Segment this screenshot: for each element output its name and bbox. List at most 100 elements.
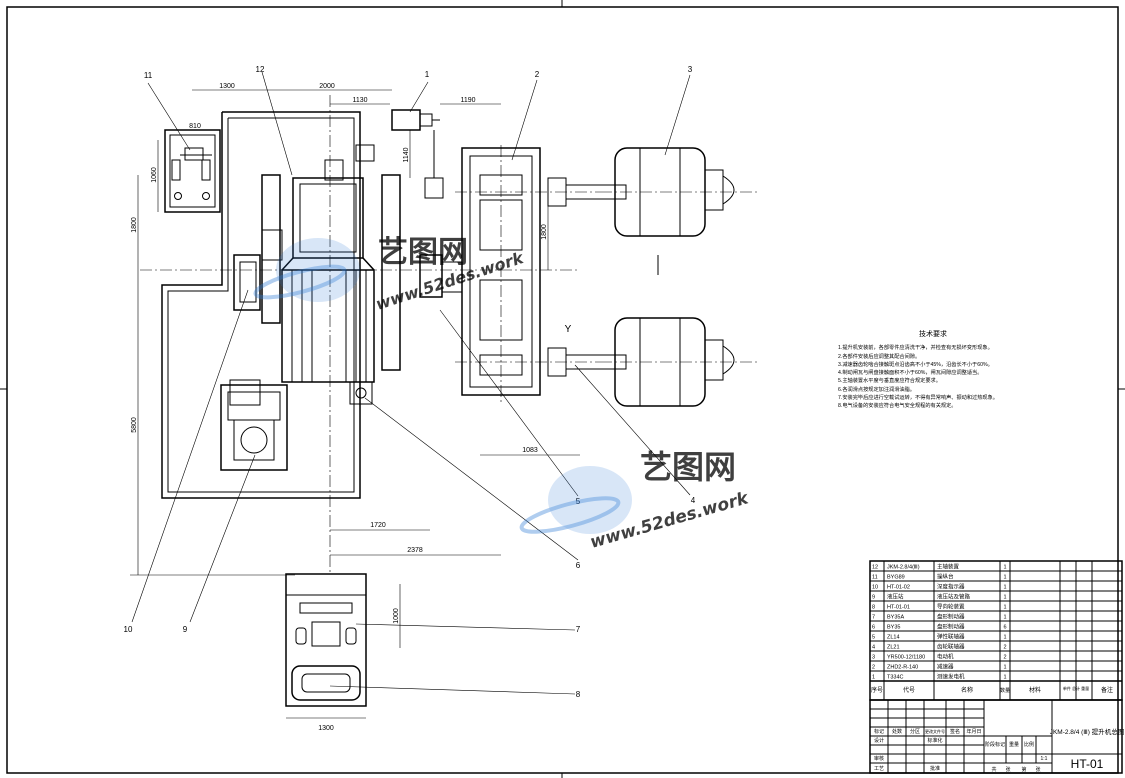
bom-cell-name: 主轴装置: [937, 563, 960, 571]
dim-1140: 1140: [403, 147, 410, 162]
label-12: 12: [256, 65, 265, 74]
operating-console: [164, 129, 221, 213]
tb-drawing-number: HT-01: [1071, 757, 1104, 771]
bom-cell-qty: 1: [1003, 565, 1006, 571]
dim-1800-left: 1800: [131, 217, 138, 233]
bom-cell-no: 8: [872, 605, 875, 611]
label-8: 8: [576, 690, 581, 699]
dim-5800: 5800: [131, 417, 138, 433]
tb-zone: 分区: [910, 728, 920, 735]
bom-cell-qty: 1: [1003, 675, 1006, 681]
bom-cell-code: BY35: [887, 625, 900, 631]
technical-notes: 技术要求 1.提升机安装前，各部零件应清洗干净，并检查有无损坏变形现象。 2.各…: [838, 331, 1028, 411]
technical-note-line: 2.各部件安装后应调整其配合间隙。: [838, 353, 921, 360]
title-block: 标记 处数 分区 更改文件号 签名 年月日 设计 标准化 审核 工艺 批准 阶段…: [869, 699, 1125, 774]
technical-notes-title: 技术要求: [919, 331, 947, 338]
bom-header-material: 材料: [1029, 686, 1041, 694]
label-1: 1: [425, 70, 430, 79]
tb-process: 工艺: [874, 766, 884, 772]
tb-weight: 重量: [1009, 741, 1019, 748]
dim-1000: 1000: [393, 608, 400, 624]
bom-cell-code: T334C: [887, 675, 904, 681]
tb-count: 处数: [892, 728, 902, 735]
tb-scale-label: 比例: [1024, 741, 1034, 748]
label-4: 4: [691, 496, 696, 505]
tachogenerator: [391, 109, 444, 199]
bom-cell-no: 12: [872, 565, 878, 571]
bom-cell-name: 深度指示器: [937, 583, 965, 591]
tb-sheets: 张: [1005, 766, 1010, 773]
bom-cell-name: 液压站及管路: [937, 593, 971, 601]
bom-cell-qty: 1: [1003, 595, 1006, 601]
label-3: 3: [688, 65, 693, 74]
bom-cell-no: 11: [872, 575, 878, 581]
bom-cell-name: 盘形制动器: [937, 613, 965, 621]
dim-810: 810: [189, 123, 201, 130]
tb-review: 审核: [874, 755, 884, 762]
bom-cell-code: BYG89: [887, 575, 905, 581]
bom-cell-name: 齿轮联轴器: [937, 643, 965, 651]
bom-cell-no: 9: [872, 595, 875, 601]
bom-header-remark: 备注: [1101, 686, 1113, 694]
bom-cell-code: 液压站: [887, 593, 904, 601]
axis-y-label: Y: [565, 324, 572, 335]
tb-drawing-title: JKM-2.8/4 (Ⅲ) 提升机总图: [1050, 727, 1125, 736]
technical-note-line: 8.电气设备的安装应符合电气安全规程的有关规定。: [838, 403, 957, 410]
tb-design: 设计: [874, 737, 884, 744]
label-6: 6: [576, 561, 581, 570]
bom-cell-code: YR500-12/1180: [887, 655, 925, 661]
depth-indicator: [229, 229, 283, 406]
technical-note-line: 4.制动闸瓦与闸盘接触面积不小于60%，闸瓦间隙应调整适当。: [838, 370, 983, 377]
bom-header-weight: 单件 总计 重量: [1063, 685, 1089, 691]
dim-1130: 1130: [352, 97, 367, 104]
dim-1300-top: 1300: [219, 83, 235, 90]
bom-cell-qty: 1: [1003, 635, 1006, 641]
dim-1720: 1720: [370, 522, 386, 529]
dimension-texts: 1300 2000 1130 1190 810 1140 1060 1800 5…: [131, 83, 548, 732]
technical-note-line: 5.主轴装置水平度与垂直度应符合规定要求。: [838, 378, 941, 385]
bom-cell-no: 7: [872, 615, 875, 621]
dim-2378: 2378: [407, 547, 423, 554]
bom-cell-no: 10: [872, 585, 878, 591]
watermark-brand-1: 艺图网: [378, 235, 468, 270]
label-5: 5: [576, 497, 581, 506]
tb-total: 共: [991, 766, 996, 773]
bom-cell-no: 4: [872, 645, 875, 651]
bom-header-code: 代号: [903, 686, 915, 694]
tb-sheet: 张: [1035, 766, 1040, 773]
technical-note-line: 3.减速器齿轮啮合接触斑点沿齿高不小于45%，沿齿长不小于60%。: [838, 361, 993, 368]
dim-1300-bottom: 1300: [318, 725, 334, 732]
bom-cell-code: ZL14: [887, 635, 900, 641]
bom-cell-code: ZHD2-R-140: [887, 665, 918, 671]
technical-note-line: 6.各润滑点按规定加注润滑油脂。: [838, 386, 915, 393]
bom-cell-name: 减速器: [937, 663, 954, 671]
part-leaders: 11 12 1 2 3 4 5 6 7 8 9 10 Y: [124, 65, 696, 699]
label-2: 2: [535, 70, 540, 79]
bom-cell-name: 电动机: [937, 653, 954, 661]
bom-cell-code: JKM-2.8/4(Ⅲ): [887, 565, 920, 571]
label-7: 7: [576, 625, 581, 634]
bom-cell-code: HT-01-02: [887, 585, 910, 591]
bom-cell-name: 弹性联轴器: [937, 633, 965, 641]
foundation-outline: [161, 111, 361, 499]
label-10: 10: [124, 625, 133, 634]
bom-cell-qty: 1: [1003, 605, 1006, 611]
bom-cell-no: 1: [872, 675, 875, 681]
bom-cell-qty: 1: [1003, 575, 1006, 581]
bom-cell-name: 导向轮装置: [937, 603, 965, 611]
tb-stage: 阶段标记: [985, 741, 1005, 748]
bom-cell-qty: 1: [1003, 585, 1006, 591]
bom-cell-code: BY35A: [887, 615, 904, 621]
tb-mark: 标记: [874, 728, 884, 735]
label-9: 9: [183, 625, 188, 634]
bom-cell-no: 2: [872, 665, 875, 671]
technical-note-line: 7.安装完毕后应进行空载试运转，不得有异常响声、振动和过热现象。: [838, 395, 998, 402]
watermark-brand-2: 艺图网: [640, 448, 736, 486]
hydraulic-station: [220, 384, 288, 471]
bom-cell-code: ZL21: [887, 645, 900, 651]
tb-standard: 标准化: [927, 737, 942, 744]
tb-change-doc: 更改文件号: [925, 728, 945, 734]
